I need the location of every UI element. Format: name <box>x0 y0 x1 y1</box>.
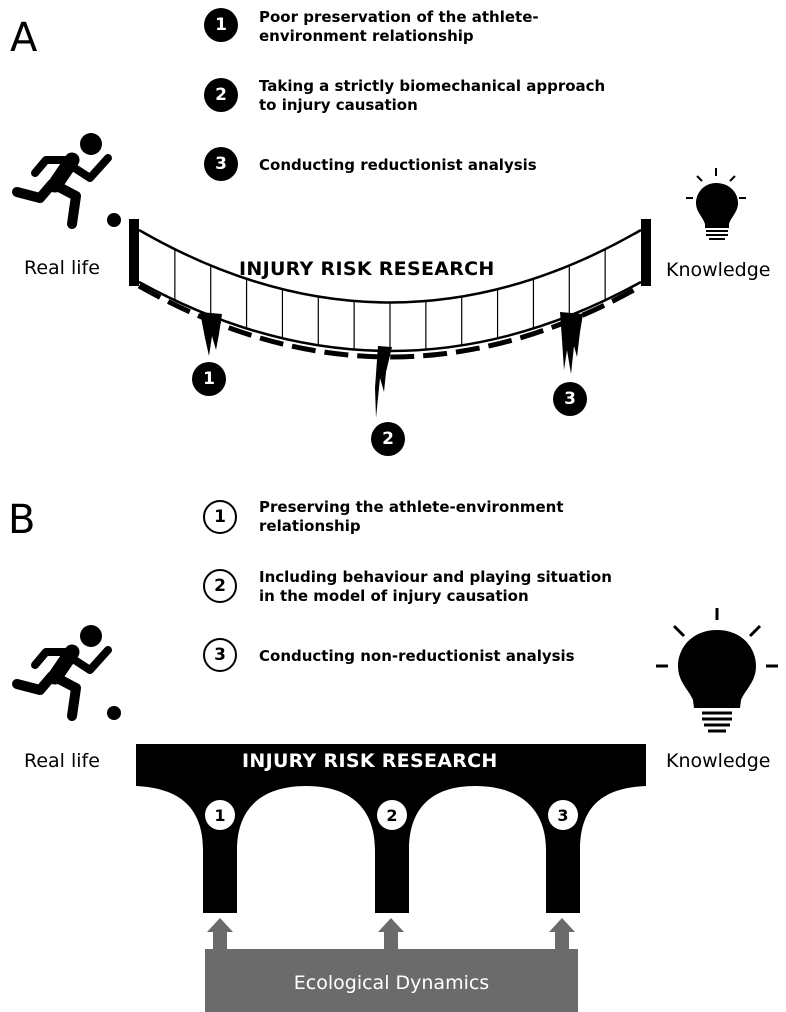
panel-b-pillar-1-number: 1 <box>205 800 235 830</box>
panel-b-pillar-3-number: 3 <box>548 800 578 830</box>
ball-icon <box>107 706 121 720</box>
panel-b-item-2-number: 2 <box>203 569 237 603</box>
lightbulb-icon-small <box>686 168 746 240</box>
panel-b-letter: B <box>8 497 36 543</box>
runner-icon <box>12 625 112 721</box>
bridge-post-left <box>129 219 139 286</box>
panel-a-real-life-label: Real life <box>24 257 100 279</box>
bridge-post-right <box>641 219 651 286</box>
panel-a-knowledge-label: Knowledge <box>666 259 771 281</box>
panel-a-item-3-text: Conducting reductionist analysis <box>259 156 537 174</box>
ecological-dynamics-foundation <box>205 918 578 1012</box>
panel-b-bridge-title: INJURY RISK RESEARCH <box>242 750 498 772</box>
panel-a-item-2-text: Taking a strictly biomechanical approach… <box>259 77 606 114</box>
panel-b-real-life-label: Real life <box>24 750 100 772</box>
ecological-dynamics-label: Ecological Dynamics <box>293 972 490 994</box>
panel-b-item-2-text: Including behaviour and playing situatio… <box>259 568 612 605</box>
panel-a-item-1-text: Poor preservation of the athlete-environ… <box>259 8 539 45</box>
bridge-cracks <box>200 312 583 418</box>
panel-b-knowledge-label: Knowledge <box>666 750 771 772</box>
lightbulb-icon-large <box>656 608 778 733</box>
panel-a-letter: A <box>10 15 38 61</box>
panel-b-pillar-2-number: 2 <box>377 800 407 830</box>
ball-icon <box>107 213 121 227</box>
panel-b-item-1-text: Preserving the athlete-environment relat… <box>259 498 564 535</box>
panel-a-bridge-title: INJURY RISK RESEARCH <box>239 258 495 280</box>
panel-a-item-3-number: 3 <box>204 147 238 181</box>
runner-icon <box>12 133 112 229</box>
panel-a-item-2-number: 2 <box>204 78 238 112</box>
panel-b-item-1-number: 1 <box>203 500 237 534</box>
panel-a-crack-2-number: 2 <box>371 422 405 456</box>
panel-a-crack-1-number: 1 <box>192 362 226 396</box>
panel-b-item-3-number: 3 <box>203 638 237 672</box>
panel-a-crack-3-number: 3 <box>553 382 587 416</box>
panel-a-item-1-number: 1 <box>204 8 238 42</box>
panel-b-item-3-text: Conducting non-reductionist analysis <box>259 647 575 665</box>
